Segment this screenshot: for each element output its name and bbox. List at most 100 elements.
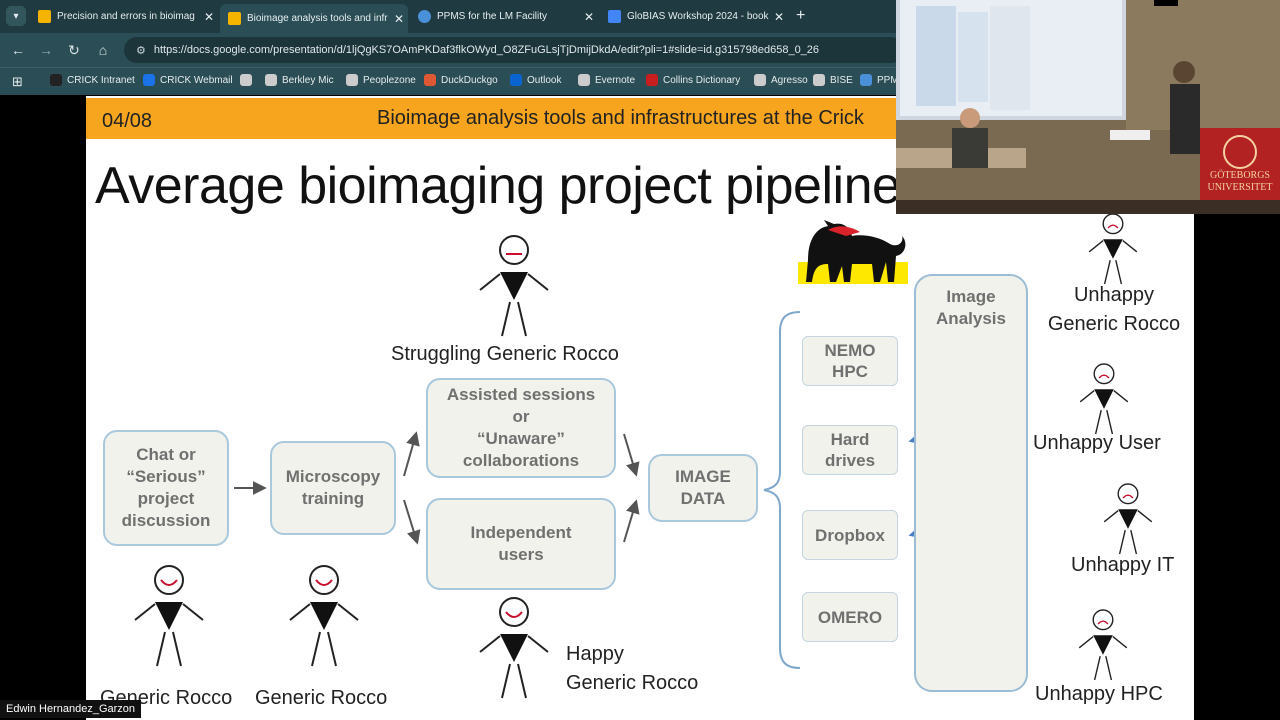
bookmark-item[interactable]: CRICK Intranet: [50, 74, 135, 86]
struggling-rocco-figure: [479, 235, 549, 337]
bookmark-favicon-icon: [813, 74, 825, 86]
slide-title: Average bioimaging project pipeline: [95, 157, 901, 215]
flow-arrow: [403, 431, 420, 477]
bookmark-label: Berkley Mic: [282, 74, 334, 86]
struggling-rocco-label: Struggling Generic Rocco: [391, 343, 619, 365]
image-data-box: IMAGE DATA: [648, 454, 758, 522]
bookmark-item[interactable]: BISE: [813, 74, 853, 86]
bookmark-label: Outlook: [527, 74, 562, 86]
tab-close-icon[interactable]: ✕: [583, 9, 595, 24]
six-legged-dog-logo: [798, 220, 908, 284]
tab-search-icon[interactable]: ▾: [6, 6, 26, 26]
dropbox-box: Dropbox: [802, 510, 898, 560]
reload-icon[interactable]: ↻: [68, 42, 80, 58]
new-tab-button[interactable]: +: [796, 7, 806, 24]
bookmark-item[interactable]: Peoplezone: [346, 74, 416, 86]
bookmark-favicon-icon: [424, 74, 436, 86]
bookmark-label: BISE: [830, 74, 853, 86]
address-bar[interactable]: ⚙ https://docs.google.com/presentation/d…: [124, 37, 904, 63]
omero-box: OMERO: [802, 592, 898, 642]
bookmark-label: CRICK Intranet: [67, 74, 135, 86]
docs-favicon-icon: [608, 10, 621, 23]
bookmark-item[interactable]: Berkley Mic: [265, 74, 334, 86]
unhappy-user-figure: [1079, 363, 1129, 435]
flow-arrow: [623, 433, 640, 477]
bookmark-favicon-icon: [346, 74, 358, 86]
bookmark-item[interactable]: [240, 74, 257, 86]
forward-arrow-icon[interactable]: →: [39, 42, 53, 58]
happy-rocco-label: Happy Generic Rocco: [566, 643, 699, 694]
flow-arrow: [623, 499, 640, 543]
independent-users-box: Independent users: [426, 498, 616, 590]
tab-title: GloBIAS Workshop 2024 - book: [627, 11, 769, 22]
bookmark-item[interactable]: CRICK Webmail: [143, 74, 233, 86]
microscopy-training-box: Microscopy training: [270, 441, 396, 535]
bookmarks-bar: ⊞ CRICK Intranet CRICK Webmail Berkley Mic…: [0, 67, 899, 95]
camera-banner-text: GÖTEBORGS UNIVERSITET: [1207, 170, 1273, 193]
site-info-icon[interactable]: ⚙: [136, 44, 146, 57]
bookmark-item[interactable]: DuckDuckgo: [424, 74, 498, 86]
browser-tab[interactable]: GloBIAS Workshop 2024 - book ✕: [600, 4, 788, 29]
bookmark-favicon-icon: [754, 74, 766, 86]
slide-number: 04/08: [102, 110, 153, 132]
happy-rocco-figure: [479, 597, 549, 699]
bookmark-favicon-icon: [646, 74, 658, 86]
tab-title: Bioimage analysis tools and infr: [247, 13, 388, 24]
assisted-sessions-box: Assisted sessions or “Unaware” collabora…: [426, 378, 616, 478]
browser-tab[interactable]: Precision and errors in bioimag ✕: [30, 4, 218, 29]
bookmark-label: DuckDuckgo: [441, 74, 498, 86]
generic-rocco-label: Generic Rocco: [255, 687, 388, 709]
bookmark-label: Collins Dictionary: [663, 74, 741, 86]
tab-close-icon[interactable]: ✕: [203, 9, 215, 24]
bookmark-item[interactable]: Collins Dictionary: [646, 74, 740, 86]
speaker-camera-view: GÖTEBORGS UNIVERSITET: [896, 0, 1280, 214]
image-analysis-box: Image Analysis: [914, 274, 1028, 692]
bookmark-item[interactable]: PPM: [860, 74, 899, 86]
tab-close-icon[interactable]: ✕: [393, 11, 405, 26]
bookmark-favicon-icon: [143, 74, 155, 86]
ppms-favicon-icon: [418, 10, 431, 23]
slides-favicon-icon: [228, 12, 241, 25]
generic-rocco-figure: [134, 565, 204, 667]
unhappy-user-label: Unhappy User: [1033, 432, 1161, 454]
participant-name-tag: Edwin Hernandez_Garzon: [0, 700, 142, 718]
bookmark-favicon-icon: [240, 74, 252, 86]
curly-brace: [763, 311, 801, 669]
bookmark-item[interactable]: Outlook: [510, 74, 561, 86]
browser-tab-bar: ▾ Precision and errors in bioimag ✕ Bioi…: [0, 0, 896, 33]
apps-grid-icon[interactable]: ⊞: [12, 74, 23, 89]
bookmark-favicon-icon: [50, 74, 62, 86]
bookmark-item[interactable]: Agresso: [754, 74, 808, 86]
tab-close-icon[interactable]: ✕: [773, 9, 785, 24]
bookmark-favicon-icon: [860, 74, 872, 86]
flow-arrow: [403, 499, 421, 545]
window-control-strip: [1154, 0, 1178, 6]
browser-tab[interactable]: PPMS for the LM Facility ✕: [410, 4, 598, 29]
browser-tab-active[interactable]: Bioimage analysis tools and infr ✕: [220, 4, 408, 33]
bookmark-favicon-icon: [265, 74, 277, 86]
nemo-hpc-box: NEMO HPC: [802, 336, 898, 386]
chat-discussion-box: Chat or “Serious” project discussion: [103, 430, 229, 546]
back-arrow-icon[interactable]: ←: [11, 42, 25, 58]
home-icon[interactable]: ⌂: [98, 42, 108, 58]
unhappy-hpc-figure: [1078, 609, 1128, 681]
unhappy-rocco-figure: [1088, 213, 1138, 285]
unhappy-hpc-label: Unhappy HPC: [1035, 683, 1163, 705]
generic-rocco-figure: [289, 565, 359, 667]
unhappy-rocco-label: Unhappy Generic Rocco: [1047, 284, 1181, 335]
unhappy-it-label: Unhappy IT: [1071, 554, 1175, 576]
unhappy-it-figure: [1103, 483, 1153, 555]
bookmark-favicon-icon: [510, 74, 522, 86]
bookmark-label: Peoplezone: [363, 74, 416, 86]
url-text: https://docs.google.com/presentation/d/1…: [153, 44, 820, 56]
slides-favicon-icon: [38, 10, 51, 23]
presentation-slide: 04/08 Bioimage analysis tools and infras…: [86, 96, 1194, 720]
bookmark-label: Evernote: [595, 74, 636, 86]
slide-header-text: Bioimage analysis tools and infrastructu…: [377, 107, 864, 129]
tab-title: Precision and errors in bioimag: [57, 11, 195, 22]
bookmark-favicon-icon: [578, 74, 590, 86]
camera-scene: [896, 0, 1280, 214]
bookmark-label: Agresso: [771, 74, 808, 86]
bookmark-item[interactable]: Evernote: [578, 74, 635, 86]
hard-drives-box: Hard drives: [802, 425, 898, 475]
